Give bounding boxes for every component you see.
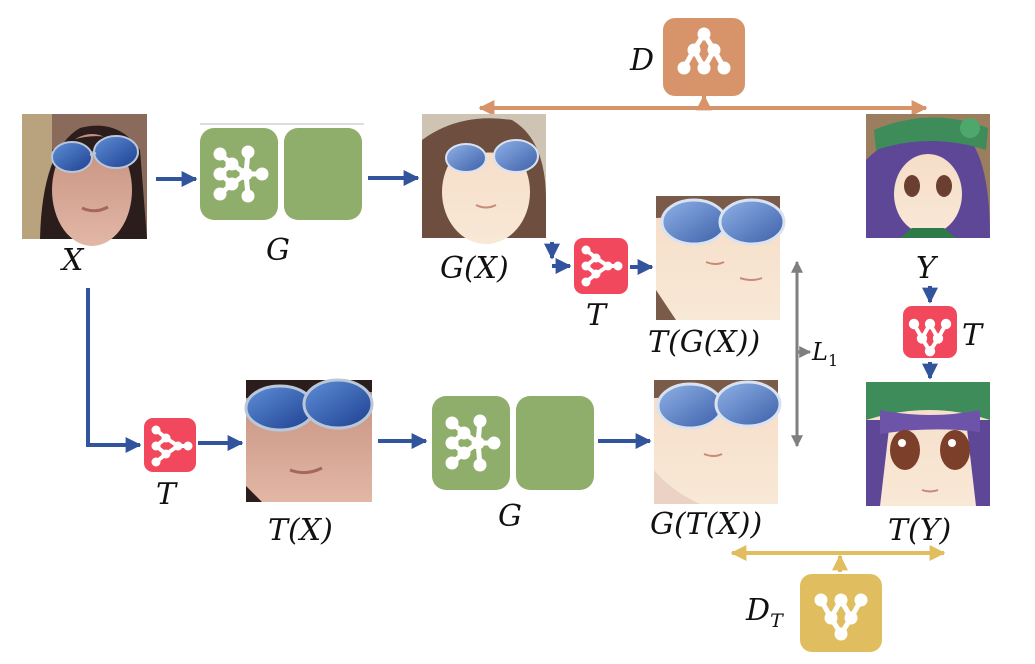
label-d: D xyxy=(629,43,654,78)
label-y: Y xyxy=(916,251,939,286)
transform-t-top xyxy=(574,238,628,294)
discriminator-d-box xyxy=(663,18,745,96)
label-t-right: T xyxy=(962,318,984,353)
label-g-top: G xyxy=(266,233,290,268)
image-ty xyxy=(866,382,990,506)
image-gtx xyxy=(654,380,782,504)
transform-t-left xyxy=(144,418,196,472)
label-x: X xyxy=(60,243,85,278)
label-gx: G(X) xyxy=(440,251,509,286)
image-tgx xyxy=(656,196,786,320)
label-l1: L1 xyxy=(811,338,838,370)
label-t-left: T xyxy=(156,477,178,512)
generator-g-bottom xyxy=(432,396,594,490)
image-gx xyxy=(422,114,546,244)
image-x xyxy=(22,114,147,246)
image-y xyxy=(866,114,990,238)
discriminator-d-block: D xyxy=(629,18,745,96)
generator-g-top xyxy=(200,123,1035,220)
label-dt: DT xyxy=(745,593,784,632)
label-l1-sub: 1 xyxy=(828,351,838,370)
label-dt-sub: T xyxy=(770,610,784,632)
image-tx xyxy=(244,378,374,502)
generator-g-bottom-dec xyxy=(516,396,594,490)
discriminator-dt-block xyxy=(800,574,882,652)
label-g-bottom: G xyxy=(498,499,522,534)
label-gtx: G(T(X)) xyxy=(650,507,762,542)
arrow-x-down-to-t xyxy=(86,288,142,453)
generator-g-top-dec xyxy=(284,128,362,220)
label-t-top: T xyxy=(586,298,608,333)
label-tx: T(X) xyxy=(268,513,333,548)
label-ty: T(Y) xyxy=(888,513,951,548)
discriminator-dt-box xyxy=(800,574,882,652)
label-tgx: T(G(X)) xyxy=(648,325,760,360)
transform-t-right xyxy=(903,306,957,358)
transform-t-right-box xyxy=(903,306,957,358)
